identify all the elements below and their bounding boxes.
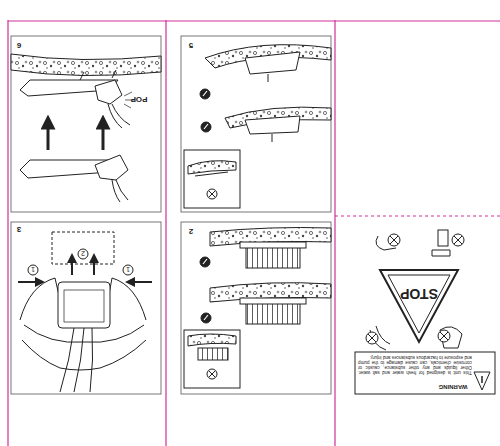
panel-6 — [11, 54, 161, 202]
illustration-stroke — [7, 20, 8, 446]
warning-icons — [355, 230, 495, 394]
illustration-stroke — [64, 290, 104, 322]
illustration-stroke — [203, 259, 208, 320]
illustration-stroke — [440, 332, 448, 340]
illustration-stroke — [195, 172, 228, 176]
panel-3 — [18, 232, 152, 392]
illustration-stroke — [11, 222, 161, 394]
illustration-stroke — [8, 20, 500, 446]
illustration-stroke — [388, 275, 450, 333]
illustration-stroke — [11, 36, 331, 394]
illustration-stroke — [11, 36, 161, 212]
illustration-stroke — [438, 230, 448, 246]
illustration-stroke — [8, 20, 500, 21]
panel-number: 3 — [12, 224, 26, 233]
illustration-stroke — [474, 372, 490, 390]
panel-number: 2 — [184, 226, 198, 235]
illustration-stroke — [245, 52, 300, 74]
step-number: 1 — [123, 265, 133, 273]
illustration-stroke — [11, 54, 161, 76]
illustration-stroke — [368, 334, 376, 342]
step-number: 2 — [78, 249, 88, 257]
warning-text: This unit is designed for fresh water an… — [358, 355, 472, 375]
step-number: 1 — [28, 265, 38, 273]
illustration-stroke — [78, 249, 88, 259]
illustration-stroke — [93, 258, 95, 275]
illustration-stroke — [240, 298, 306, 304]
illustration-stroke — [240, 242, 306, 248]
illustration-stroke — [203, 91, 208, 129]
illustration-stroke — [108, 104, 122, 128]
illustration-stroke — [184, 150, 240, 208]
panel-number: 5 — [184, 40, 198, 49]
illustration-stroke — [452, 234, 464, 246]
illustration-stroke — [80, 70, 116, 80]
warning-heading: WARNING — [432, 383, 474, 390]
illustration-stroke — [200, 89, 211, 132]
illustration-stroke — [47, 122, 50, 150]
illustration-stroke — [102, 122, 105, 150]
illustration-stroke — [188, 334, 236, 346]
illustration-stroke — [334, 20, 335, 446]
illustration-stroke — [454, 236, 462, 244]
illustration-stroke — [272, 134, 273, 142]
illustration-stroke — [52, 232, 114, 264]
illustration-stroke — [181, 36, 331, 212]
illustration-stroke — [95, 80, 122, 104]
panel-number: 6 — [12, 40, 26, 49]
illustration-stroke — [335, 215, 500, 216]
illustration-stroke — [207, 189, 217, 199]
illustration-stroke — [481, 376, 483, 383]
panel-5 — [184, 45, 331, 208]
illustration-stroke — [245, 116, 300, 134]
illustration-stroke — [181, 222, 331, 394]
illustration-stroke — [22, 340, 146, 370]
illustration-stroke — [388, 234, 400, 246]
illustration-stroke — [28, 265, 38, 275]
illustration-stroke — [432, 250, 450, 256]
illustration-stroke — [58, 282, 110, 328]
illustration-stroke — [60, 328, 93, 392]
illustration-stroke — [112, 104, 130, 125]
illustration-stroke — [71, 258, 73, 275]
illustration-stroke — [207, 369, 217, 379]
illustration-stroke — [198, 348, 228, 360]
illustration-stroke — [95, 155, 128, 180]
sound-label: POP — [124, 94, 154, 103]
illustration-stroke — [366, 332, 378, 344]
stop-sign-text: STOP — [394, 286, 444, 301]
illustration-stroke — [209, 371, 215, 377]
illustration-stroke — [112, 180, 128, 202]
illustration-stroke — [209, 191, 215, 197]
illustration-stroke — [123, 265, 133, 275]
illustration-stroke — [380, 270, 458, 342]
illustration-stroke — [165, 20, 166, 446]
illustration-stroke — [268, 74, 269, 82]
illustration-stroke — [438, 330, 450, 342]
illustration-stroke — [355, 352, 495, 394]
illustration-stroke — [390, 236, 398, 244]
illustration-stroke — [200, 257, 211, 323]
panel-2 — [184, 228, 331, 389]
illustration-stroke — [184, 330, 240, 388]
illustration-stroke — [130, 281, 152, 283]
illustration-stroke — [18, 281, 40, 283]
illustration-stroke — [188, 161, 236, 174]
